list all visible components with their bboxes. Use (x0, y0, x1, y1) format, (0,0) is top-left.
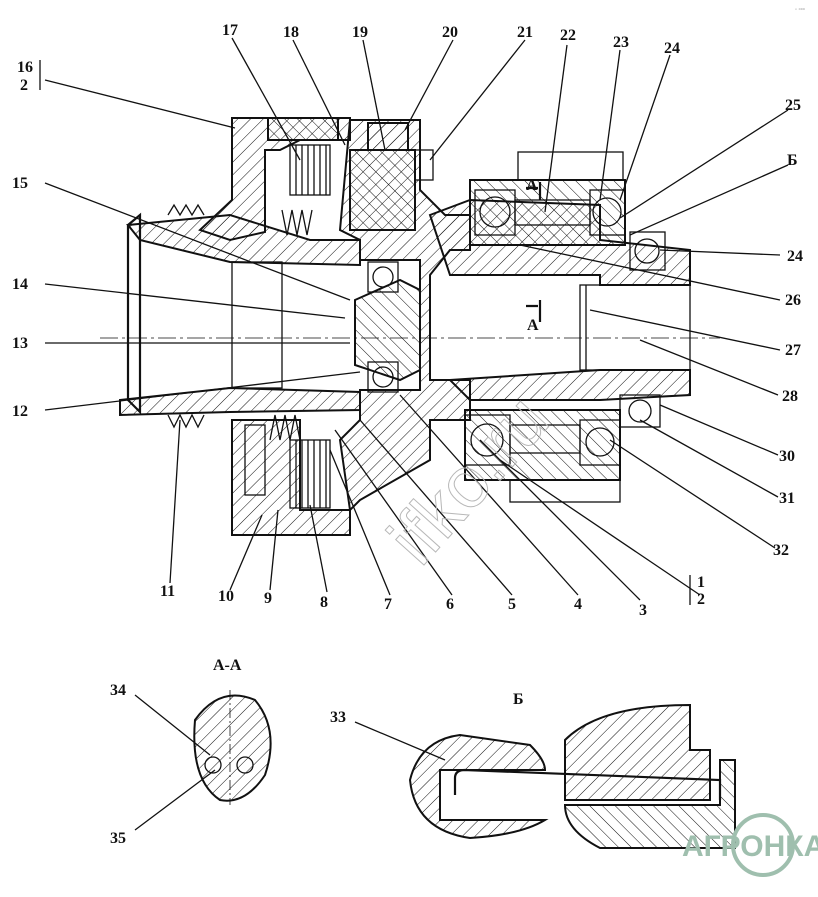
bearing-31 (619, 394, 661, 428)
label-26: 26 (785, 292, 801, 309)
label-17: 17 (222, 22, 238, 39)
label-8: 8 (320, 594, 328, 611)
piston-lower (244, 424, 266, 496)
label-14: 14 (12, 276, 28, 293)
gear-20 (367, 122, 409, 151)
hub-tube-wall (126, 212, 142, 415)
label-24: 24 (787, 248, 803, 265)
label-32: 32 (773, 542, 789, 559)
detail-aa-body (193, 694, 272, 802)
detail-b: Б 33 (330, 691, 736, 849)
bore-27-28 (579, 284, 691, 371)
label-19: 19 (352, 24, 368, 41)
gear-ring-upper (517, 151, 624, 181)
inner-sleeve (231, 261, 283, 389)
plug-21 (414, 149, 434, 181)
main-section-view: А А (100, 117, 720, 536)
spring-upper (281, 209, 313, 236)
logo-text: АГРОНКА (682, 830, 818, 863)
bearing-24-lower (629, 231, 666, 271)
label-12: 12 (12, 403, 28, 420)
label-b: Б (787, 152, 798, 169)
detail-b-right-part (564, 703, 711, 801)
detail-b-lower-right (563, 759, 736, 849)
section-ref-top-den: 2 (20, 77, 28, 94)
label-15: 15 (12, 175, 28, 192)
label-5: 5 (508, 596, 516, 613)
detail-b-left-part (408, 733, 549, 840)
logo-circle (731, 813, 795, 877)
section-marker-bottom: А (527, 317, 539, 334)
label-31: 31 (779, 490, 795, 507)
label-35: 35 (110, 830, 126, 847)
shaft-22 (514, 199, 591, 226)
part-labels: 17 18 19 20 21 22 23 24 25 Б 24 26 27 28… (12, 22, 803, 619)
section-a-arrow-bottom (526, 300, 542, 322)
label-6: 6 (446, 596, 454, 613)
spring-lower (269, 414, 301, 441)
label-28: 28 (782, 388, 798, 405)
shaft-lower (509, 424, 581, 454)
corner-mark: ◦ ▫▫▫ (795, 7, 805, 13)
label-21: 21 (517, 24, 533, 41)
label-30: 30 (779, 448, 795, 465)
label-4: 4 (574, 596, 582, 613)
label-10: 10 (218, 588, 234, 605)
detail-b-seal (453, 768, 722, 800)
leader-lines (39, 37, 789, 605)
label-9: 9 (264, 590, 272, 607)
label-23: 23 (613, 34, 629, 51)
label-34: 34 (110, 682, 126, 699)
bearing-lower-left (367, 361, 399, 393)
label-22: 22 (560, 27, 576, 44)
section-ref-bottom-den: 2 (697, 591, 705, 608)
label-11: 11 (160, 583, 175, 600)
friction-discs-lower (289, 439, 331, 509)
label-18: 18 (283, 24, 299, 41)
output-shaft-end (354, 278, 421, 382)
section-ref-top-num: 16 (17, 59, 33, 76)
section-marker-top: А (526, 177, 538, 194)
label-13: 13 (12, 335, 28, 352)
bearing-upper-left (367, 261, 399, 293)
detail-aa-title: А-А (213, 657, 242, 674)
label-24-top: 24 (664, 40, 680, 57)
label-27: 27 (785, 342, 801, 359)
spline-teeth (167, 203, 205, 429)
label-3: 3 (639, 602, 647, 619)
label-25: 25 (785, 97, 801, 114)
section-ref-bottom-num: 1 (697, 574, 705, 591)
label-20: 20 (442, 24, 458, 41)
detail-aa: А-А 34 35 (110, 657, 272, 847)
hub-lower-wall (119, 386, 361, 417)
friction-discs-upper (289, 144, 331, 196)
gear-ring-lower (509, 479, 621, 503)
label-7: 7 (384, 596, 392, 613)
section-a-arrow-top (526, 182, 542, 200)
detail-b-title: Б (513, 691, 524, 708)
label-33: 33 (330, 709, 346, 726)
gear-19 (349, 149, 416, 231)
